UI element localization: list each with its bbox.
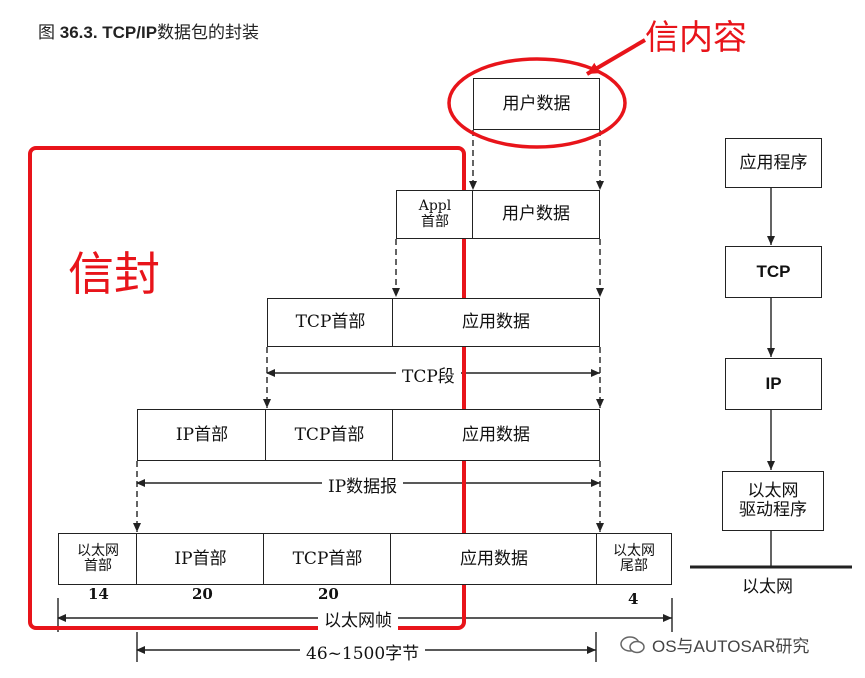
row3-tcp-header: TCP首部 [267,298,394,347]
stack-application: 应用程序 [725,138,822,188]
row5-app-data: 应用数据 [390,533,598,585]
caption-number: 36.3. TCP/IP [59,23,158,42]
row5-eth-header: 以太网 首部 [58,533,138,585]
wechat-icon [620,635,645,653]
stack-arrows [690,188,852,569]
row5-eth-trailer: 以太网 尾部 [596,533,672,585]
ip-datagram-label: IP数据报 [322,472,404,497]
stack-ethernet-driver: 以太网 驱动程序 [722,471,824,531]
watermark-text: OS与AUTOSAR研究 [652,637,810,656]
row5-ip-header: IP首部 [136,533,265,585]
row4-ip-header: IP首部 [137,409,267,461]
ethernet-frame-label: 以太网帧 [318,606,398,631]
stack-tcp: TCP [725,246,822,298]
row1-user-data: 用户数据 [473,78,600,130]
row5-tcp-header: TCP首部 [263,533,392,585]
row4-app-data: 应用数据 [392,409,600,461]
watermark: OS与AUTOSAR研究 [620,632,809,657]
row3-app-data: 应用数据 [392,298,600,347]
envelope-highlight-rect [28,146,466,630]
size-eth-trailer: 4 [628,590,639,608]
figure-caption: 图 36.3. TCP/IP数据包的封装 [38,18,259,43]
encapsulation-arrows [133,130,604,532]
row4-tcp-header: TCP首部 [265,409,394,461]
size-eth-header: 14 [88,585,109,603]
envelope-annotation: 信封 [68,247,160,301]
content-annotation: 信内容 [645,18,747,58]
stack-ethernet-label: 以太网 [742,577,793,597]
caption-text: 数据包的封装 [157,23,260,42]
tcp-segment-label: TCP段 [396,362,461,387]
content-highlight-ellipse [447,57,627,149]
content-pointer-arrow [585,38,647,76]
stack-ip: IP [725,358,822,410]
row2-user-data: 用户数据 [472,190,600,239]
caption-prefix: 图 [38,23,60,42]
size-ip-header: 20 [192,585,213,603]
row2-appl-header: Appl 首部 [396,190,474,239]
payload-size-label: 46~1500字节 [300,639,426,664]
size-tcp-header: 20 [318,585,339,603]
